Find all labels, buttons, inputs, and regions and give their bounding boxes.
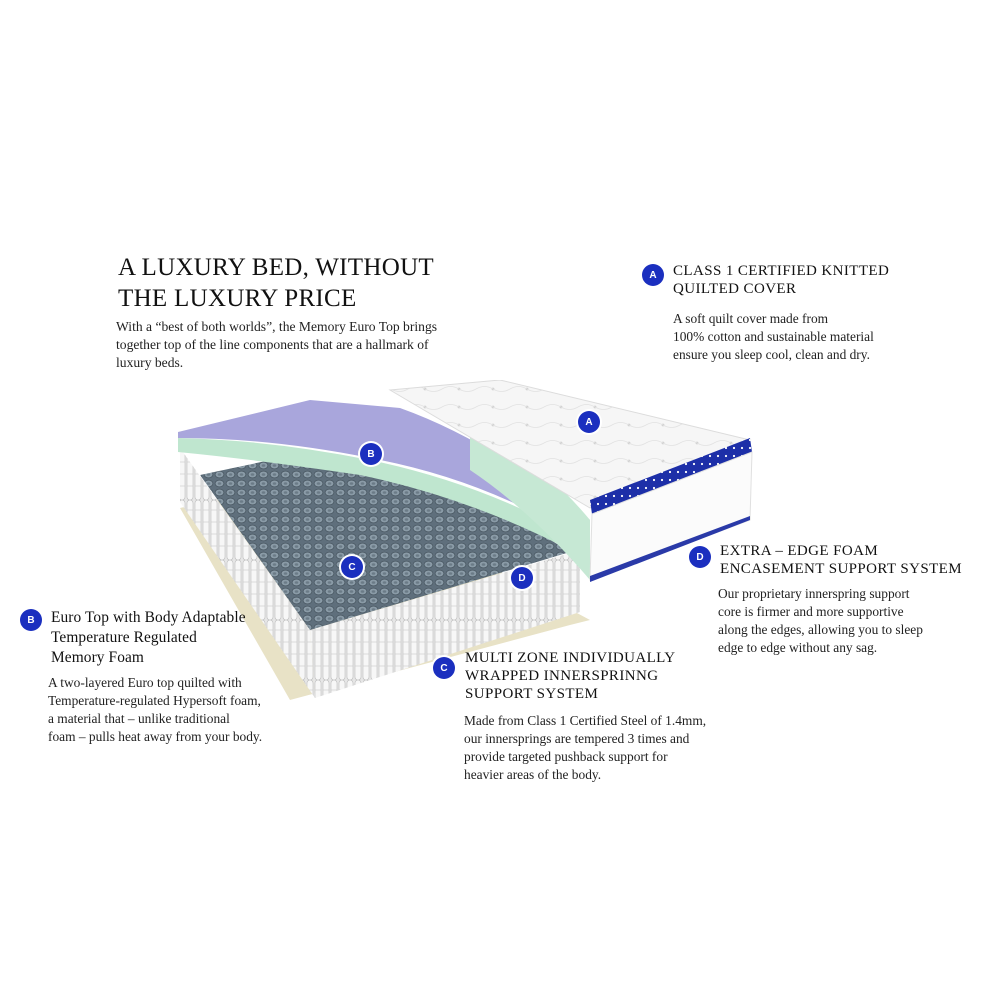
feature-c-title: MULTI ZONE INDIVIDUALLY WRAPPED INNERSPR…	[465, 649, 725, 703]
feature-desc-line: Temperature-regulated Hypersoft foam,	[48, 693, 261, 708]
feature-desc-line: a material that – unlike traditional	[48, 711, 230, 726]
feature-desc-line: A two-layered Euro top quilted with	[48, 675, 242, 690]
mattress-illustration	[178, 380, 753, 700]
feature-b-description: A two-layered Euro top quilted with Temp…	[48, 674, 298, 746]
edge-coils-front	[310, 550, 580, 698]
feature-desc-line: along the edges, allowing you to sleep	[718, 622, 923, 637]
gel-foam-layer	[178, 438, 590, 550]
feature-desc-line: foam – pulls heat away from your body.	[48, 729, 263, 744]
feature-title-line: ENCASEMENT SUPPORT SYSTEM	[720, 561, 962, 577]
intro-line: luxury beds.	[116, 355, 184, 370]
cover-bottom-piping	[590, 516, 750, 582]
feature-desc-line: A soft quilt cover made from	[673, 311, 829, 326]
feature-title-line: Euro Top with Body Adaptable	[51, 609, 246, 626]
feature-desc-line: Made from Class 1 Certified Steel of 1.4…	[464, 713, 707, 728]
foam-curve-side	[470, 420, 590, 580]
feature-desc-line: edge to edge without any sag.	[718, 640, 878, 655]
image-badge-c: C	[341, 556, 363, 578]
intro-line: together top of the line components that…	[116, 337, 429, 352]
feature-a-badge: A	[642, 264, 664, 286]
feature-title-line: SUPPORT SYSTEM	[465, 686, 599, 702]
feature-d-description: Our proprietary innerspring support core…	[718, 585, 988, 657]
feature-title-line: MULTI ZONE INDIVIDUALLY	[465, 650, 676, 666]
feature-c-badge: C	[433, 657, 455, 679]
feature-desc-line: our innersprings are tempered 3 times an…	[464, 731, 690, 746]
intro-text: With a “best of both worlds”, the Memory…	[116, 318, 476, 372]
feature-desc-line: Our proprietary innerspring support	[718, 586, 910, 601]
image-badge-a: A	[578, 411, 600, 433]
feature-title-line: EXTRA – EDGE FOAM	[720, 543, 879, 559]
page-title: A LUXURY BED, WITHOUT THE LUXURY PRICE	[118, 252, 498, 314]
feature-title-line: Memory Foam	[51, 649, 145, 666]
cover-piping	[590, 438, 752, 514]
image-badge-d: D	[511, 567, 533, 589]
feature-desc-line: 100% cotton and sustainable material	[673, 329, 874, 344]
edge-coils-left	[180, 448, 315, 698]
memory-foam-layer	[178, 400, 590, 545]
title-line-1: A LUXURY BED, WITHOUT	[118, 254, 435, 281]
feature-desc-line: ensure you sleep cool, clean and dry.	[673, 347, 870, 362]
title-line-2: THE LUXURY PRICE	[118, 285, 357, 312]
feature-title-line: Temperature Regulated	[51, 629, 197, 646]
feature-desc-line: core is firmer and more supportive	[718, 604, 904, 619]
feature-title-line: CLASS 1 CERTIFIED KNITTED	[673, 263, 890, 279]
feature-c-description: Made from Class 1 Certified Steel of 1.4…	[464, 712, 754, 784]
feature-title-line: QUILTED COVER	[673, 281, 797, 297]
feature-d-badge: D	[689, 546, 711, 568]
feature-a-description: A soft quilt cover made from 100% cotton…	[673, 310, 973, 364]
feature-b-badge: B	[20, 609, 42, 631]
feature-b-title: Euro Top with Body Adaptable Temperature…	[51, 608, 281, 668]
feature-desc-line: provide targeted pushback support for	[464, 749, 668, 764]
feature-desc-line: heavier areas of the body.	[464, 767, 602, 782]
feature-d-title: EXTRA – EDGE FOAM ENCASEMENT SUPPORT SYS…	[720, 542, 990, 578]
image-badge-b: B	[360, 443, 382, 465]
intro-line: With a “best of both worlds”, the Memory…	[116, 319, 438, 334]
feature-title-line: WRAPPED INNERSPRINNG	[465, 668, 659, 684]
feature-a-title: CLASS 1 CERTIFIED KNITTED QUILTED COVER	[673, 262, 973, 298]
